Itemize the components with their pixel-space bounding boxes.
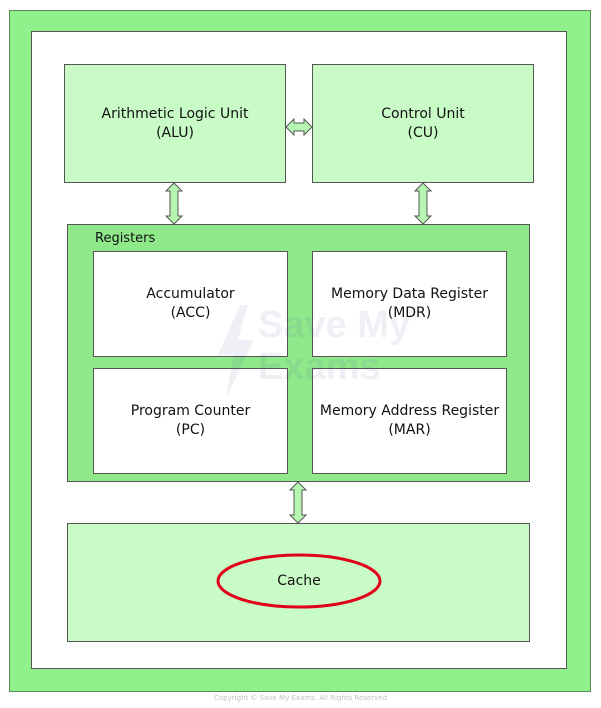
accumulator-abbr: (ACC) xyxy=(170,305,211,321)
mdr-abbr: (MDR) xyxy=(387,305,432,321)
pc-box: Program Counter (PC) xyxy=(93,368,288,474)
mdr-name: Memory Data Register xyxy=(331,286,488,302)
pc-abbr: (PC) xyxy=(175,422,206,438)
pc-name: Program Counter xyxy=(130,403,251,419)
mar-abbr: (MAR) xyxy=(388,422,431,438)
alu-registers-arrow xyxy=(164,182,184,225)
cache-highlight-ellipse xyxy=(216,553,382,609)
alu-cu-arrow xyxy=(285,117,313,137)
cu-name: Control Unit xyxy=(381,105,465,122)
accumulator-name: Accumulator xyxy=(146,286,235,302)
mar-box: Memory Address Register (MAR) xyxy=(312,368,507,474)
cu-registers-arrow xyxy=(413,182,433,225)
registers-cache-arrow xyxy=(288,481,308,524)
alu-name: Arithmetic Logic Unit xyxy=(101,105,249,122)
cache-box xyxy=(67,523,530,642)
accumulator-box: Accumulator (ACC) xyxy=(93,251,288,357)
cache-label: Cache xyxy=(277,573,321,589)
cu-abbr: (CU) xyxy=(407,124,439,141)
alu-abbr: (ALU) xyxy=(156,124,194,141)
registers-title: Registers xyxy=(95,231,156,246)
copyright-text: Copyright © Save My Exams. All Rights Re… xyxy=(213,694,388,702)
cu-box: Control Unit (CU) xyxy=(312,64,534,183)
alu-box: Arithmetic Logic Unit (ALU) xyxy=(64,64,286,183)
mdr-box: Memory Data Register (MDR) xyxy=(312,251,507,357)
mar-name: Memory Address Register xyxy=(319,403,500,419)
